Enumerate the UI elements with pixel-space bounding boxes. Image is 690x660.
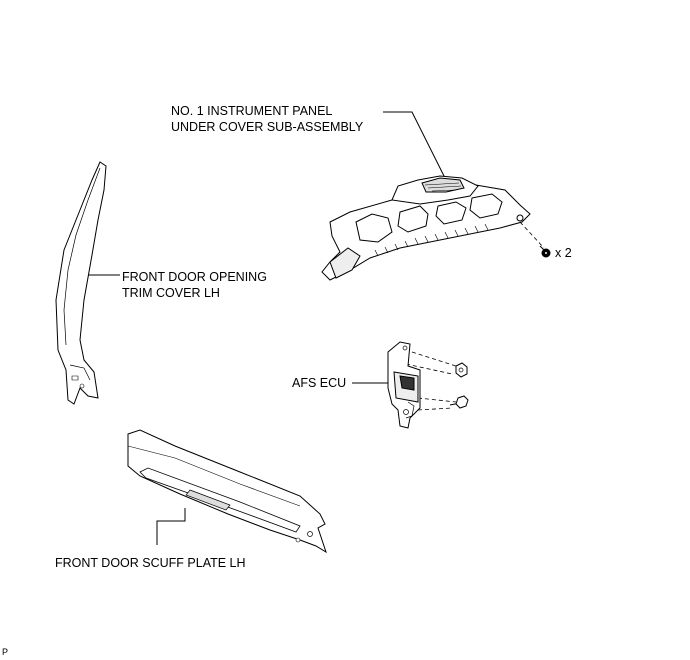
bolt-icon <box>450 396 468 408</box>
leader-instrument-panel <box>383 111 447 181</box>
label-screw-count: x 2 <box>555 246 572 260</box>
guide-nut-ecu <box>411 351 457 367</box>
screw-icon <box>540 246 550 257</box>
front-door-scuff-plate <box>128 430 326 552</box>
leader-scuff-plate <box>156 508 186 545</box>
label-trim-cover-line1: FRONT DOOR OPENING <box>122 270 267 284</box>
nut-icon <box>456 363 467 377</box>
guide-bolt-ecu <box>417 397 457 403</box>
front-door-opening-trim-cover <box>56 162 106 404</box>
guide-screw-panel <box>519 221 545 249</box>
guide-lines <box>405 221 545 411</box>
label-scuff-plate: FRONT DOOR SCUFF PLATE LH <box>55 556 246 570</box>
label-trim-cover-line2: TRIM COVER LH <box>122 286 220 300</box>
label-instrument-panel-line2: UNDER COVER SUB-ASSEMBLY <box>171 120 364 134</box>
label-instrument-panel-line1: NO. 1 INSTRUMENT PANEL <box>171 104 333 118</box>
instrument-panel-under-cover <box>322 176 530 280</box>
guide-bolt-ecu-2 <box>417 407 453 411</box>
guide-nut-ecu-2 <box>405 363 453 375</box>
afs-ecu-unit <box>388 342 420 428</box>
label-afs-ecu: AFS ECU <box>292 376 347 390</box>
leader-lines <box>82 111 447 545</box>
label-corner-mark: P <box>2 647 9 657</box>
